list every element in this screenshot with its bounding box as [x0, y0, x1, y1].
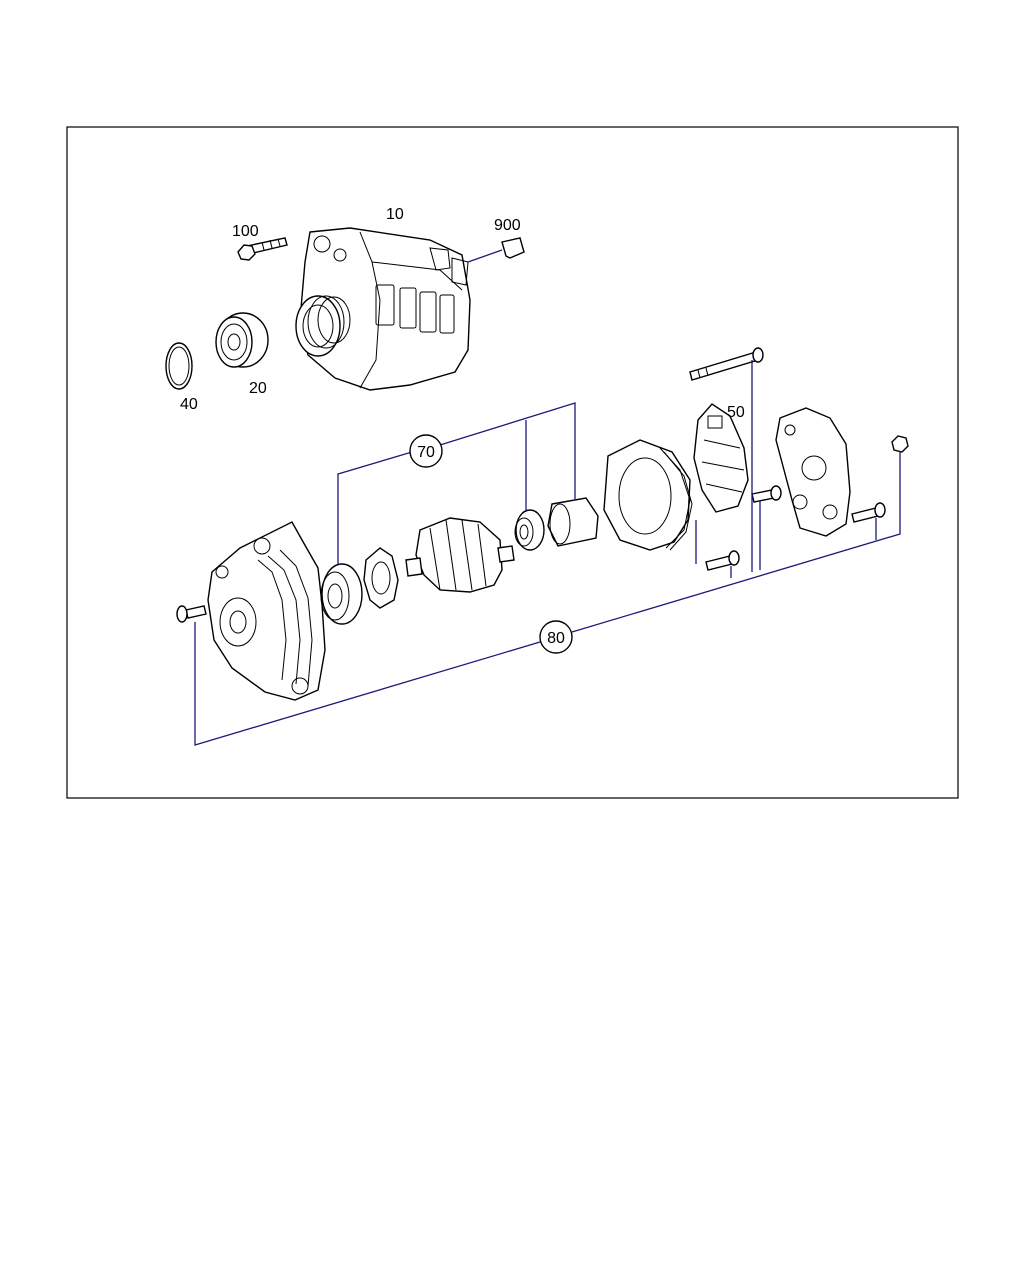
rotor[interactable]: [405, 517, 515, 593]
spacer-plate[interactable]: [363, 547, 399, 609]
screw-mid[interactable]: [751, 485, 782, 503]
stud-bolt[interactable]: [689, 347, 764, 381]
screw-bottom[interactable]: [705, 550, 740, 571]
callout-40: 40: [180, 396, 198, 413]
callout-70: 70: [417, 444, 435, 461]
diagram-border: [66, 126, 959, 799]
callout-900: 900: [494, 217, 521, 234]
callout-80-marker: 80: [539, 620, 573, 654]
callout-50: 50: [727, 404, 745, 421]
stator[interactable]: [603, 439, 693, 551]
pulley-20[interactable]: [215, 312, 269, 368]
callout-100: 100: [232, 223, 259, 240]
regulator-50[interactable]: [693, 403, 749, 513]
leader-lines: [194, 360, 901, 746]
bearing-front[interactable]: [320, 563, 363, 625]
bolt-100[interactable]: [237, 237, 288, 261]
callout-80: 80: [547, 630, 565, 647]
tag-900[interactable]: [467, 237, 525, 263]
front-housing[interactable]: [207, 521, 326, 701]
bolt-left[interactable]: [176, 605, 207, 623]
slip-ring-cover[interactable]: [547, 497, 599, 547]
callout-10: 10: [386, 206, 404, 223]
callout-20: 20: [249, 380, 267, 397]
snap-ring-40[interactable]: [165, 342, 193, 390]
bearing-rear[interactable]: [514, 509, 545, 551]
alternator-assembly[interactable]: [295, 227, 471, 391]
rectifier-cover[interactable]: [775, 407, 851, 537]
callout-70-marker: 70: [409, 434, 443, 468]
nut-right[interactable]: [891, 435, 909, 453]
screw-right[interactable]: [851, 502, 886, 523]
